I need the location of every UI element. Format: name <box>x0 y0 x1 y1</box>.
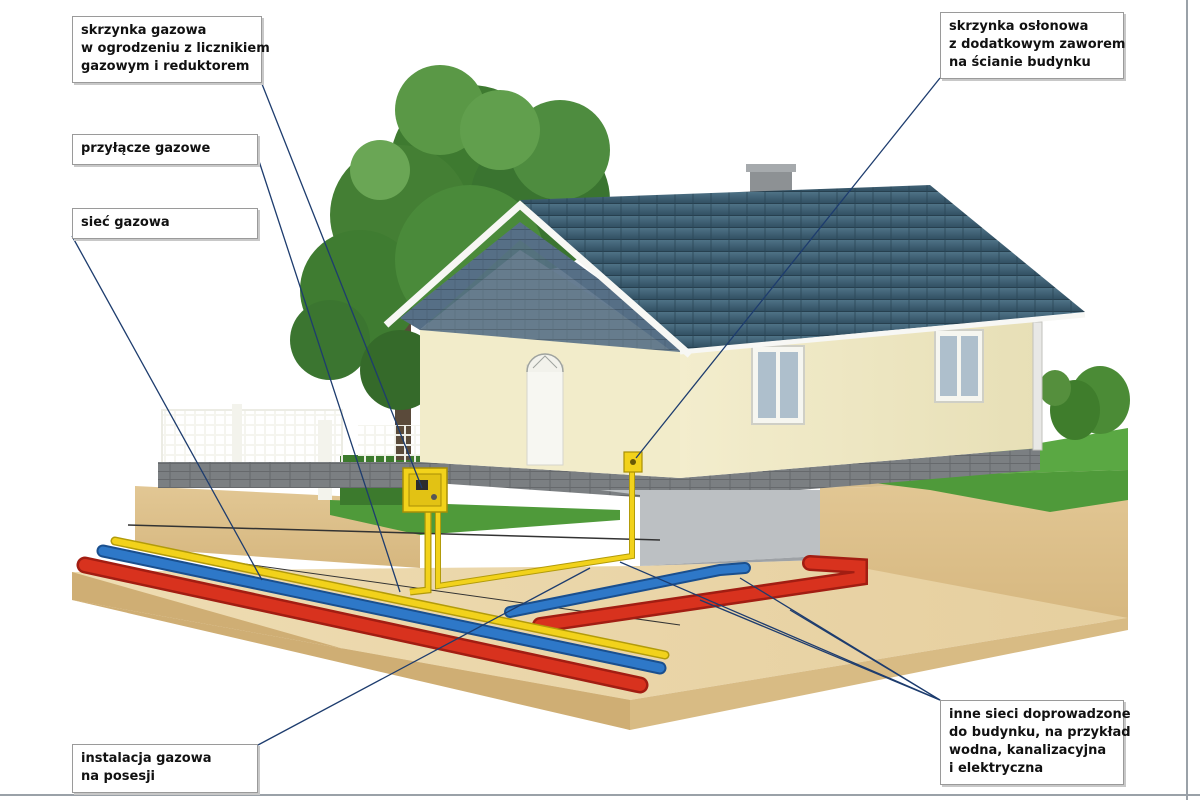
label-gas-installation: instalacja gazowa na posesji <box>72 744 258 793</box>
label-other-networks: inne sieci doprowadzone do budynku, na p… <box>940 700 1131 785</box>
electric-cable <box>127 524 661 541</box>
garden-fence <box>158 404 428 500</box>
label-line: inne sieci doprowadzone <box>949 707 1131 722</box>
leader-gas-installation <box>257 567 591 746</box>
label-line: przyłącze gazowe <box>81 141 211 156</box>
yellow-meter-box-icon <box>402 467 448 513</box>
underground-pipes <box>76 470 868 694</box>
leader-gas-network <box>71 235 263 581</box>
label-line: instalacja gazowa <box>81 751 212 766</box>
leader-gas-connection <box>257 157 401 593</box>
house <box>383 164 1086 566</box>
label-line: na ścianie budynku <box>949 55 1091 70</box>
frame-bottom-line <box>0 794 1200 796</box>
label-line: z dodatkowym zaworem <box>949 37 1126 52</box>
yellow-valve-box-icon <box>623 451 643 473</box>
label-gas-box: skrzynka gazowa w ogrodzeniu z licznikie… <box>72 16 270 83</box>
label-gas-network: sieć gazowa <box>72 208 258 239</box>
label-line: skrzynka gazowa <box>81 23 207 38</box>
leader-gas-box <box>261 83 423 489</box>
label-line: gazowym i reduktorem <box>81 59 250 74</box>
window-left <box>751 345 805 425</box>
frame-right-line <box>1186 0 1188 800</box>
label-line: i elektryczna <box>949 761 1044 776</box>
leader-lines <box>71 77 941 746</box>
label-gas-connection: przyłącze gazowe <box>72 134 258 165</box>
window-right <box>934 329 984 403</box>
leader-other-4 <box>619 561 941 701</box>
label-line: w ogrodzeniu z licznikiem <box>81 41 270 56</box>
label-line: sieć gazowa <box>81 215 170 230</box>
leader-protective-box <box>635 77 941 459</box>
label-protective-box: skrzynka osłonowa z dodatkowym zaworem n… <box>940 12 1126 79</box>
label-line: skrzynka osłonowa <box>949 19 1089 34</box>
front-door <box>526 353 564 466</box>
leader-other-3 <box>789 609 941 701</box>
label-line: na posesji <box>81 769 155 784</box>
label-line: do budynku, na przykład <box>949 725 1131 740</box>
label-line: wodna, kanalizacyjna <box>949 743 1107 758</box>
